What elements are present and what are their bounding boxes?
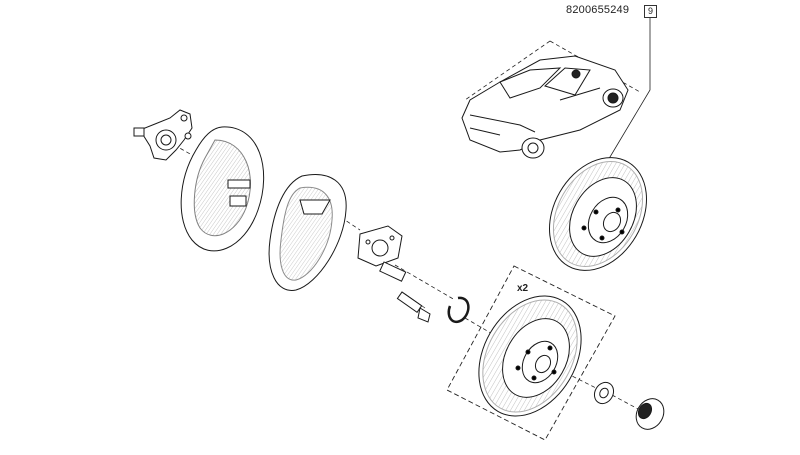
stub-axle [357,225,407,282]
nut [593,381,615,405]
hub-carrier [133,109,193,161]
car-illustration [461,55,629,159]
hub-cap [635,398,665,430]
brake-disc-rear [478,295,582,417]
reference-number-box: 9 [644,5,657,18]
bolt [396,291,431,323]
part-number-label: 8200655249 [566,4,630,16]
dust-shield-left [180,126,265,252]
assembly-frame [446,265,616,441]
quantity-label: x2 [517,283,529,294]
backing-plate [268,174,347,291]
circlip [447,296,470,323]
brake-disc-large [549,157,647,271]
